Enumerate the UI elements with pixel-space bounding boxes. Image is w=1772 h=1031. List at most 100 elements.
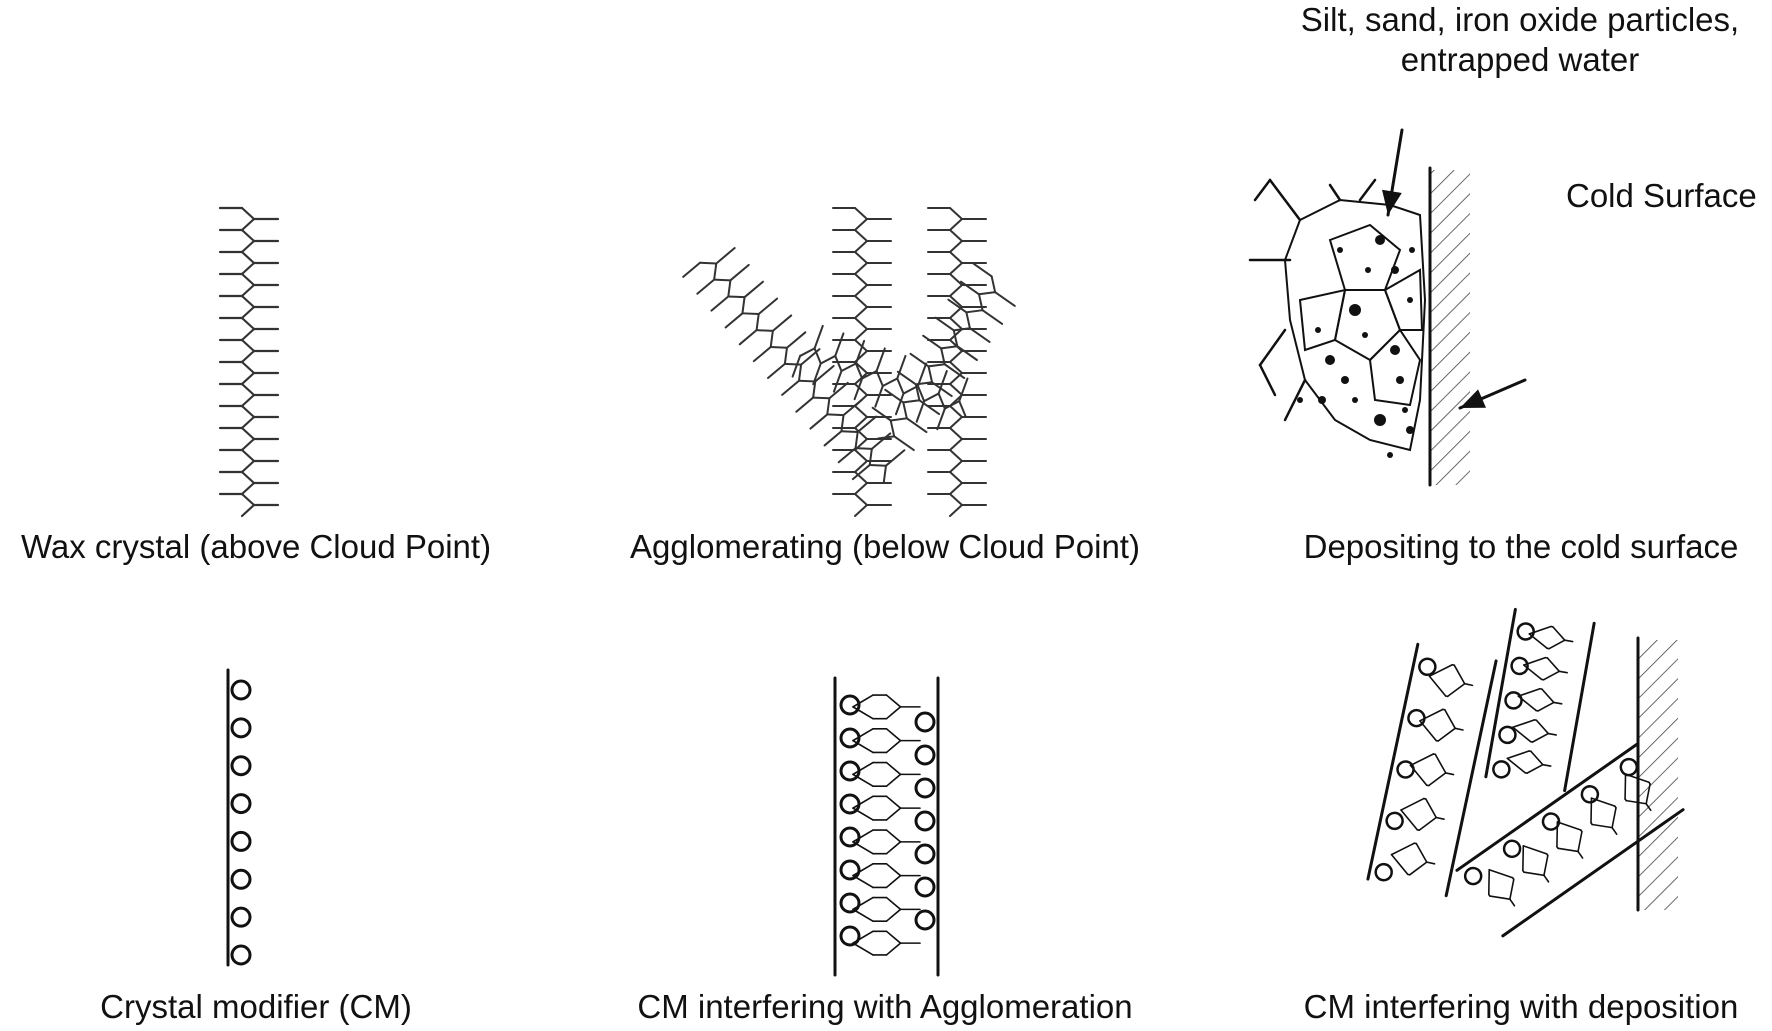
chain-bond — [854, 251, 868, 264]
hex-bond — [1419, 720, 1438, 742]
chain-bond — [854, 449, 868, 462]
hex-bond — [1645, 783, 1651, 805]
chain-bond — [240, 316, 256, 331]
chain-bond — [940, 347, 946, 366]
hex-bond — [885, 694, 902, 708]
chain-branch — [715, 247, 736, 265]
chain-bond — [949, 460, 963, 473]
chain-bond — [978, 291, 997, 296]
chain-bond — [240, 338, 256, 353]
particle — [1352, 397, 1358, 403]
cm-circle — [1407, 708, 1426, 728]
chain-bond — [854, 405, 868, 418]
hex-bond — [885, 863, 902, 877]
hex-bond — [852, 863, 874, 877]
hex-bond — [1418, 816, 1438, 832]
chain-bond — [240, 239, 256, 254]
cm-circle — [839, 760, 861, 782]
particle — [1375, 235, 1385, 245]
deposit-cell — [1298, 288, 1347, 352]
hex-bond — [1563, 639, 1574, 643]
hex-bond — [1535, 719, 1550, 735]
chain-bond — [882, 464, 887, 483]
chain-bond — [949, 218, 963, 231]
deposit-chain — [1258, 328, 1287, 367]
wax-chain-c — [682, 247, 906, 483]
chain-branch — [832, 369, 843, 393]
chain-branch — [814, 365, 835, 383]
chain-bond — [240, 206, 256, 221]
hex-bond — [885, 795, 902, 809]
hex-bond — [885, 706, 902, 720]
chain-branch — [781, 379, 800, 396]
agglomerating-caption: Agglomerating (below Cloud Point) — [630, 528, 1140, 565]
cm-agglomeration-panel — [833, 676, 940, 977]
cm-circle — [1510, 656, 1529, 676]
chain-branch — [834, 332, 845, 357]
arrow-head — [1382, 189, 1402, 215]
cm-backbone-right — [1563, 621, 1596, 793]
cm-ladder — [852, 694, 921, 956]
chain-bond — [949, 328, 963, 341]
hex-bond — [1425, 861, 1436, 865]
cm-circle — [230, 906, 252, 928]
chain-bond — [240, 503, 256, 518]
chain-branch — [851, 463, 871, 481]
chain-branch — [884, 449, 906, 467]
chain-bond — [875, 369, 884, 388]
cm-block-bottom — [1455, 742, 1685, 938]
hex-bond — [1526, 763, 1544, 774]
hex-bond — [1624, 773, 1627, 800]
chain-bond — [854, 430, 859, 450]
wax-chain-d — [871, 262, 1016, 452]
chain-branch — [854, 339, 866, 365]
chain-bond — [949, 284, 963, 297]
hex-bond — [1506, 757, 1526, 774]
chain-bond — [240, 426, 256, 441]
chain-bond — [854, 504, 868, 517]
chain-bond — [952, 329, 959, 348]
cm-circle — [230, 717, 252, 739]
chain-branch — [894, 392, 905, 416]
hex-bond — [1428, 663, 1454, 678]
chain-branch — [915, 400, 926, 423]
particle — [1409, 247, 1415, 253]
hex-bond — [1463, 682, 1474, 687]
cm-circle — [1516, 622, 1535, 641]
cm-circle — [914, 744, 936, 766]
cm-backbone-left — [1366, 642, 1420, 881]
hex-bond — [852, 728, 874, 742]
cm-circle — [1498, 725, 1517, 745]
deposit-cell — [1368, 328, 1422, 407]
chain-bond — [240, 492, 256, 507]
particle — [1318, 396, 1326, 404]
hex-bond — [1542, 670, 1561, 681]
cm-ladder-group — [833, 676, 940, 977]
hex-bond — [1506, 750, 1530, 760]
chain-bond — [854, 339, 868, 352]
chain-branch — [896, 354, 907, 380]
cm-ladder — [1390, 663, 1474, 876]
hex-bond — [1517, 687, 1541, 697]
chain-bond — [783, 362, 803, 366]
hex-bond — [885, 908, 902, 922]
chain-bond — [949, 207, 963, 220]
cm-block-left — [1366, 642, 1498, 898]
particle — [1362, 332, 1368, 338]
chain-branch — [916, 362, 928, 388]
chain-bond — [949, 504, 963, 517]
cm-backbone-left — [1484, 607, 1517, 779]
chain-bond — [240, 382, 256, 397]
chain-bond — [834, 354, 843, 372]
cm-circle — [914, 711, 936, 733]
wax-crystal-caption: Wax crystal (above Cloud Point) — [20, 528, 492, 565]
chain-bond — [813, 347, 822, 365]
cm-deposition-panel — [1366, 607, 1685, 938]
chain-bond — [854, 447, 873, 450]
chain-bond — [927, 365, 934, 384]
hex-bond — [1425, 798, 1438, 819]
chain-bond — [240, 470, 256, 485]
silt-label-line2: entrapped water — [1400, 41, 1640, 78]
